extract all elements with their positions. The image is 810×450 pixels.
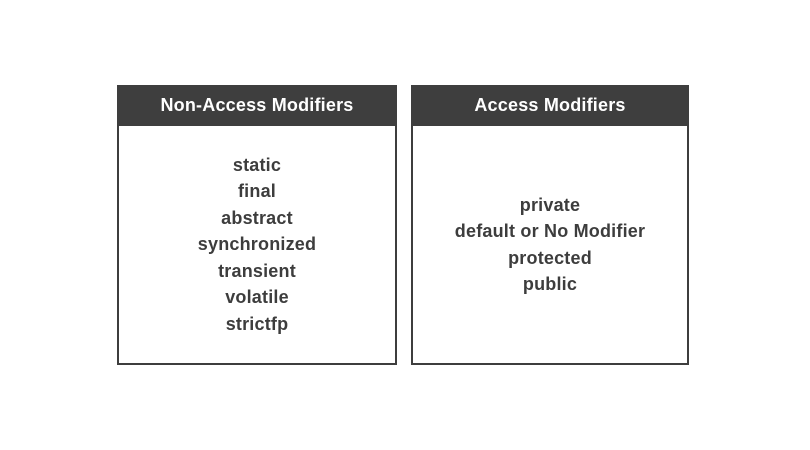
modifier-item-volatile: volatile [225,287,289,308]
modifier-item-static: static [232,154,282,175]
card-title: Access Modifiers [411,85,689,126]
card-title: Non-Access Modifiers [117,85,397,126]
modifier-item-public: public [522,274,578,294]
modifier-item-transient: transient [218,260,296,281]
modifier-item-synchronized: synchronized [197,234,317,255]
modifier-item-protected: protected [508,247,592,268]
non-access-modifiers-list: static final abstract synchronized trans… [117,126,397,365]
modifier-item-default: default or No Modifier [454,221,646,241]
access-modifiers-card: Access Modifiers private default or No M… [411,85,689,365]
access-modifiers-list: private default or No Modifier protected… [411,126,689,365]
modifier-item-final: final [237,181,276,202]
modifier-item-strictfp: strictfp [225,313,289,334]
modifier-item-private: private [519,194,581,215]
non-access-modifiers-card: Non-Access Modifiers static final abstra… [117,85,397,365]
modifier-item-abstract: abstract [221,207,293,228]
